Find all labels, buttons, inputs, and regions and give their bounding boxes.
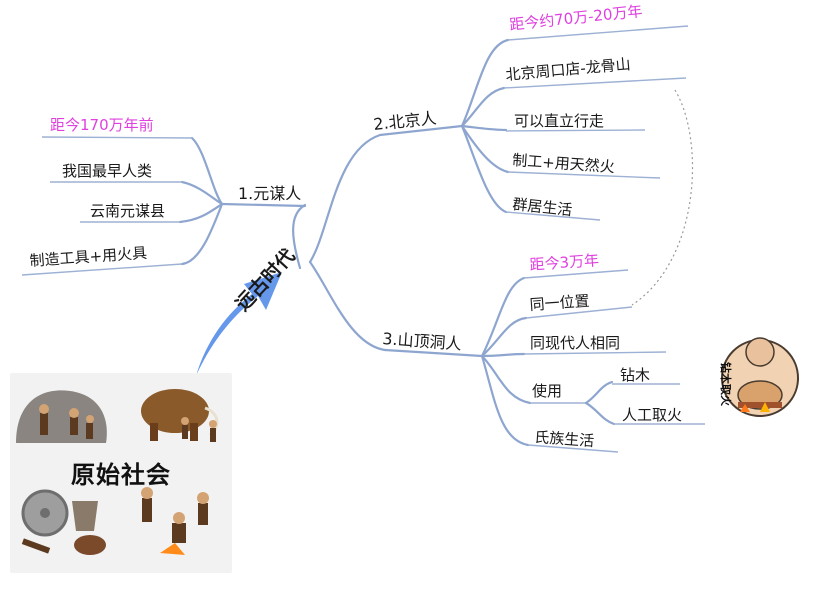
yuanmou-item-1: 距今170万年前 [50, 116, 154, 134]
beijing-item-5-underline [505, 211, 601, 221]
beijing-item-2-underline [503, 77, 687, 89]
beijing-item-1: 距今约70万-20万年 [509, 2, 644, 34]
branch-yuanmou-label: 1.元谋人 [238, 184, 301, 203]
connector-beijing-4 [460, 124, 510, 174]
shanding-item-1-underline [523, 269, 629, 279]
branch-beijing-underline [378, 124, 464, 137]
beijing-item-1-underline [507, 25, 689, 41]
branch-yuanmou-underline [220, 202, 307, 208]
connector-yuanmou-3 [178, 202, 224, 224]
connector-yuanmou-2 [180, 180, 224, 206]
shanding-item-4: 使用 [532, 382, 562, 400]
connector-use-1 [584, 380, 614, 405]
root-arrow [196, 272, 282, 376]
caveman-sticker: 钻木取火 [719, 337, 799, 417]
panel-title: 原始社会 [71, 461, 171, 489]
branch-shanding-underline [383, 348, 484, 358]
connector-root-shanding [308, 260, 387, 352]
yuanmou-item-2: 我国最早人类 [62, 162, 152, 180]
use-item-2: 人工取火 [622, 406, 682, 424]
yuanmou-item-3: 云南元谋县 [90, 202, 165, 220]
use-item-1: 钻木 [620, 366, 650, 384]
yuanmou-item-1-underline [41, 136, 193, 139]
connector-shanding-2 [480, 316, 528, 358]
shanding-item-3: 同现代人相同 [530, 334, 620, 352]
shanding-item-5: 氏族生活 [534, 428, 595, 450]
branch-yuanmou: 1.元谋人 距今170万年前 我国最早人类 云南元谋县 制造工具+用火具 [21, 116, 307, 276]
connector-beijing-5 [460, 124, 508, 214]
connector-root-beijing [308, 133, 382, 264]
connector-shanding-1 [480, 276, 526, 358]
connector-shanding-3 [480, 352, 526, 358]
cave-scene-icon [16, 390, 107, 443]
yuanmou-item-4-underline [21, 263, 183, 276]
mammoth-hunt-icon [141, 389, 219, 442]
branch-shanding: 3.山顶洞人 距今3万年 同一位置 同现代人相同 使用 氏族生活 钻木 人工取火 [382, 251, 705, 453]
connector-shanding-4 [480, 354, 532, 405]
connector-shanding-5 [480, 354, 530, 447]
sticker-text: 钻木取火 [719, 362, 733, 407]
beijing-item-3: 可以直立行走 [514, 112, 604, 130]
shanding-item-5-underline [527, 444, 619, 453]
shanding-item-2: 同一位置 [529, 292, 590, 314]
beijing-item-2: 北京周口店-龙骨山 [505, 55, 632, 84]
people-working-icon [141, 487, 209, 555]
connector-yuanmou-1 [190, 136, 224, 206]
connector-beijing-1 [460, 38, 510, 128]
yuanmou-item-4: 制造工具+用火具 [29, 244, 148, 270]
relation-dotted-line [631, 89, 694, 306]
connector-use-2 [584, 401, 616, 426]
connector-yuanmou-4 [180, 202, 224, 266]
stone-tools-icon [21, 489, 106, 555]
beijing-item-4-underline [507, 171, 661, 179]
branch-beijing: 2.北京人 距今约70万-20万年 北京周口店-龙骨山 可以直立行走 制工+用天… [372, 2, 689, 221]
beijing-item-3-underline [505, 129, 646, 132]
connector-root-yuanmou [292, 203, 307, 270]
shanding-item-3-underline [523, 351, 667, 355]
shanding-item-1: 距今3万年 [529, 251, 600, 274]
panel-illustrations [16, 389, 219, 555]
connector-beijing-3 [460, 124, 508, 132]
connector-beijing-2 [460, 86, 506, 128]
shanding-item-2-underline [525, 306, 633, 319]
primitive-society-panel: 原始社会 [10, 373, 232, 573]
